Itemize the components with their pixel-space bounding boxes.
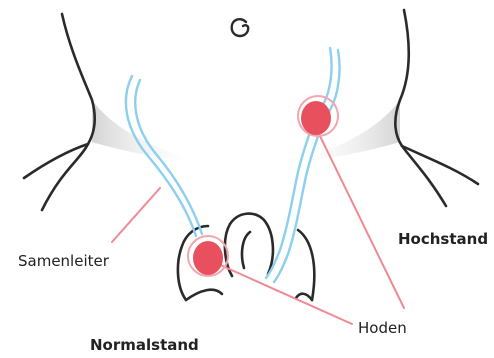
- high-testis-leader-line: [318, 132, 404, 308]
- high-position-label: Hochstand: [398, 232, 488, 247]
- penis-outline: [225, 214, 273, 276]
- scrotum-base: [186, 290, 222, 300]
- left-inner-crease: [24, 144, 88, 178]
- vas-deferens-leader-line: [112, 188, 160, 242]
- normal-testis: [188, 236, 228, 276]
- navel-swirl-icon: [232, 19, 248, 36]
- normal-position-label: Normalstand: [90, 338, 199, 353]
- testes-label: Hoden: [358, 321, 407, 336]
- right-inner-crease: [402, 146, 478, 184]
- high-testis: [298, 96, 338, 136]
- left-body-outline: [42, 14, 95, 210]
- right-body-outline: [395, 10, 446, 206]
- left-groin-shadow: [92, 100, 205, 162]
- normal-testis-leader-line: [218, 264, 352, 324]
- right-scrotum-outline: [298, 230, 314, 300]
- penis-inner: [242, 232, 250, 268]
- right-vas-deferens-outer: [266, 48, 332, 278]
- vas-deferens-label: Samenleiter: [18, 254, 109, 269]
